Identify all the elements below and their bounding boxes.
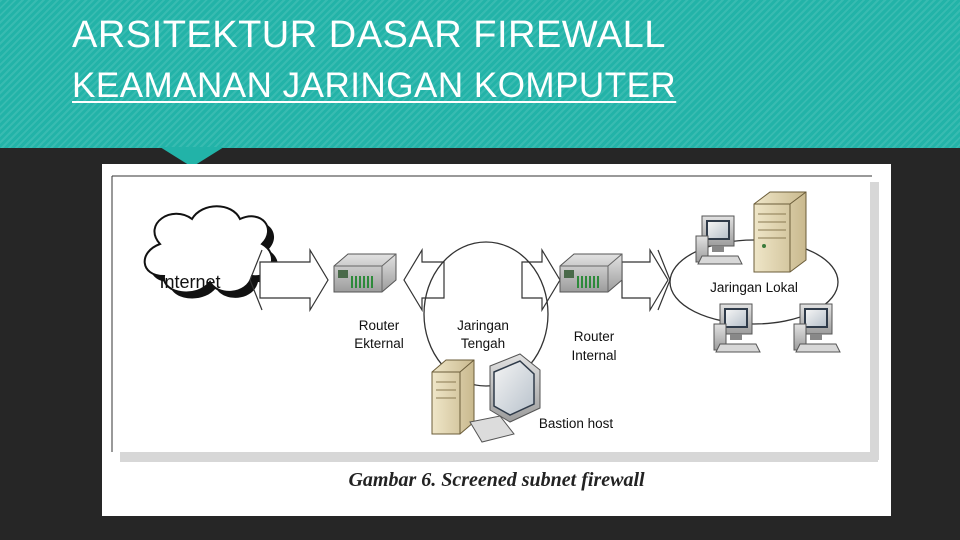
local-network-label: Jaringan Lokal (710, 280, 798, 295)
slide-subtitle: KEAMANAN JARINGAN KOMPUTER (72, 66, 677, 105)
diagram-figure: Internet Router Ekternal Jaringan Tengah… (102, 164, 891, 516)
router-external-label-line1: Router (359, 318, 400, 333)
bastion-host-label: Bastion host (539, 416, 614, 431)
header-notch (160, 147, 224, 167)
network-diagram: Internet Router Ekternal Jaringan Tengah… (111, 175, 879, 462)
middle-network-ellipse (423, 241, 549, 387)
local-pc-icon (793, 303, 841, 353)
internet-label: Internet (159, 272, 220, 292)
header-band (0, 0, 960, 148)
local-pc-icon (713, 303, 761, 353)
router-internal-label-line2: Internal (571, 348, 616, 363)
arrow-internet-router-icon (249, 247, 329, 313)
local-pc-icon (695, 215, 743, 265)
router-external-label-line2: Ekternal (354, 336, 404, 351)
middle-network-label-line2: Tengah (461, 336, 505, 351)
router-internal-icon (559, 253, 623, 293)
router-external-icon (333, 253, 397, 293)
router-internal-label-line1: Router (574, 329, 615, 344)
slide-title: ARSITEKTUR DASAR FIREWALL (72, 14, 666, 56)
middle-network-label-line1: Jaringan (457, 318, 509, 333)
arrow-router-local-icon (621, 247, 671, 313)
local-server-icon (753, 191, 807, 273)
figure-caption: Gambar 6. Screened subnet firewall (348, 469, 645, 491)
bastion-host-icon (431, 353, 541, 443)
arrow-router-middle-icon (403, 247, 445, 313)
